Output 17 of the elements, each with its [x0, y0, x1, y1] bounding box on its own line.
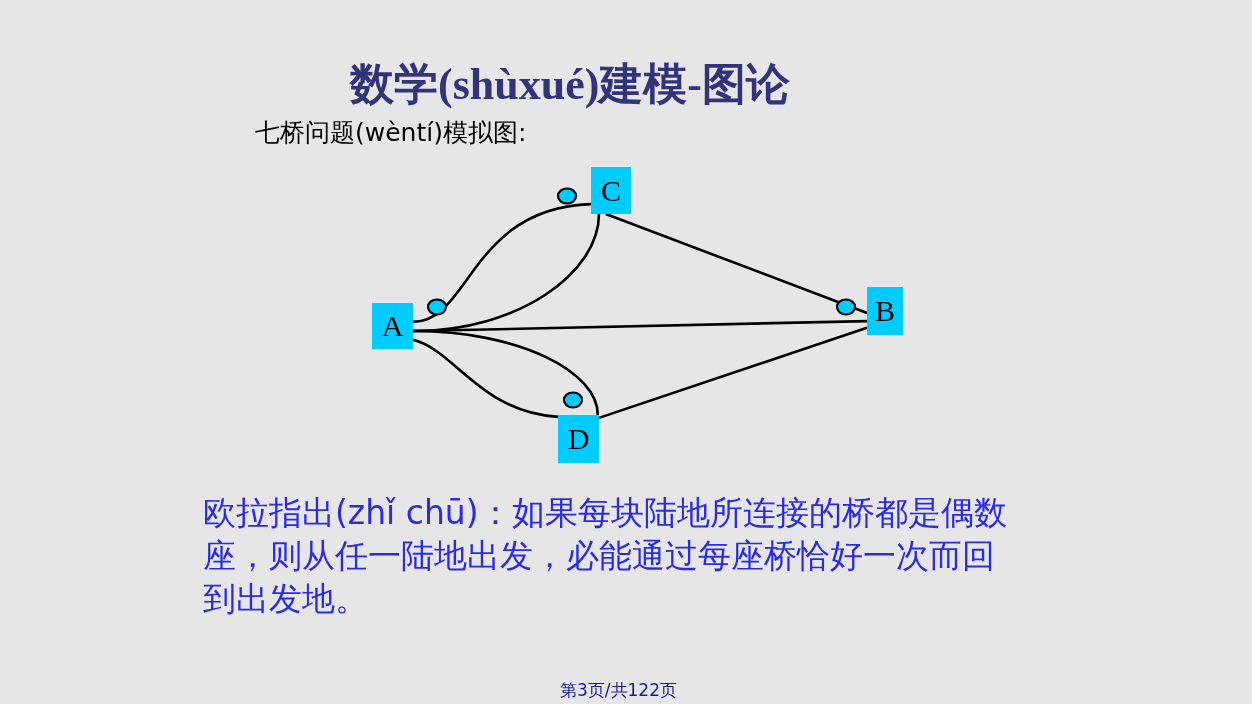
bridge-line [605, 212, 868, 315]
land-box [591, 167, 631, 214]
subtitle: 七桥问题(wèntí)模拟图: [255, 118, 528, 148]
land-box [372, 303, 413, 349]
bridge-line [412, 202, 592, 324]
bridge-line [412, 319, 868, 333]
node-label: C [601, 175, 621, 206]
node-label: D [567, 424, 590, 454]
bridge-line [412, 338, 559, 419]
land-box [558, 415, 599, 463]
node-label: B [875, 296, 895, 326]
land-box [867, 287, 903, 335]
bridge-line [598, 326, 868, 420]
page-number: 第3页/共122页 [560, 680, 678, 701]
title: 数学(shùxué)建模-图论 [348, 59, 791, 111]
paragraph: 欧拉指出(zhǐ chū)：如果每块陆地所连接的桥都是偶数座，则从任一陆地出发，必能通过每座桥恰好一次而回到出发地。 [203, 492, 1008, 620]
node-label: A [381, 311, 404, 341]
